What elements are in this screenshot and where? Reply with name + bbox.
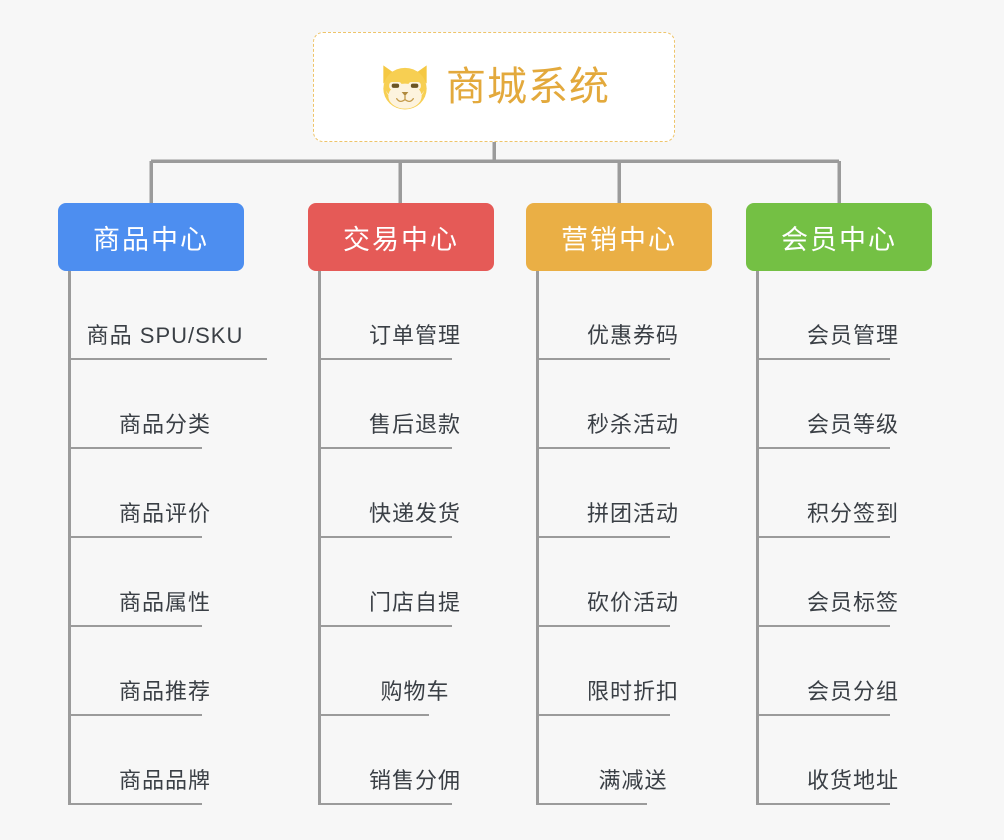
leaf-underline — [756, 714, 890, 716]
leaf-underline — [318, 625, 452, 627]
leaf-label: 商品品牌 — [118, 768, 211, 793]
leaf-item[interactable]: 商品品牌 — [68, 716, 244, 805]
leaf-item[interactable]: 优惠券码 — [536, 271, 712, 360]
leaf-underline — [536, 447, 670, 449]
leaf-item[interactable]: 会员管理 — [756, 271, 932, 360]
category-header-member-center[interactable]: 会员中心 — [746, 203, 932, 271]
root-title: 商城系统 — [446, 65, 610, 109]
leaf-underline — [536, 803, 647, 805]
leaf-item[interactable]: 积分签到 — [756, 449, 932, 538]
leaf-underline — [318, 536, 452, 538]
leaf-label: 订单管理 — [368, 323, 461, 348]
leaf-label: 会员分组 — [806, 679, 899, 704]
leaf-label: 秒杀活动 — [586, 412, 679, 437]
leaf-underline — [756, 803, 890, 805]
leaf-item[interactable]: 收货地址 — [756, 716, 932, 805]
leaf-item[interactable]: 售后退款 — [318, 360, 494, 449]
leaf-label: 销售分佣 — [368, 768, 461, 793]
leaf-underline — [536, 536, 670, 538]
leaf-underline — [68, 803, 202, 805]
leaf-item[interactable]: 限时折扣 — [536, 627, 712, 716]
category-column-marketing-center: 营销中心优惠券码秒杀活动拼团活动砍价活动限时折扣满减送 — [526, 203, 712, 805]
leaf-underline — [68, 625, 202, 627]
leaf-item[interactable]: 会员分组 — [756, 627, 932, 716]
category-header-marketing-center[interactable]: 营销中心 — [526, 203, 712, 271]
leaf-list-trade-center: 订单管理售后退款快递发货门店自提购物车销售分佣 — [318, 271, 494, 805]
leaf-underline — [318, 714, 429, 716]
leaf-item[interactable]: 商品推荐 — [68, 627, 244, 716]
leaf-item[interactable]: 砍价活动 — [536, 538, 712, 627]
category-header-trade-center[interactable]: 交易中心 — [308, 203, 494, 271]
leaf-underline — [756, 625, 890, 627]
category-column-trade-center: 交易中心订单管理售后退款快递发货门店自提购物车销售分佣 — [308, 203, 494, 805]
leaf-underline — [318, 803, 452, 805]
category-title: 交易中心 — [343, 224, 459, 255]
leaf-item[interactable]: 满减送 — [536, 716, 712, 805]
leaf-item[interactable]: 商品 SPU/SKU — [68, 271, 267, 360]
leaf-label: 拼团活动 — [586, 501, 679, 526]
leaf-item[interactable]: 销售分佣 — [318, 716, 494, 805]
leaf-label: 砍价活动 — [586, 590, 679, 615]
leaf-label: 收货地址 — [806, 768, 899, 793]
leaf-label: 限时折扣 — [586, 679, 679, 704]
leaf-item[interactable]: 门店自提 — [318, 538, 494, 627]
leaf-label: 商品推荐 — [118, 679, 211, 704]
leaf-item[interactable]: 订单管理 — [318, 271, 494, 360]
leaf-label: 商品评价 — [118, 501, 211, 526]
tree-spine — [536, 271, 539, 805]
leaf-list-marketing-center: 优惠券码秒杀活动拼团活动砍价活动限时折扣满减送 — [536, 271, 712, 805]
category-column-product-center: 商品中心商品 SPU/SKU 商品分类商品评价商品属性商品推荐商品品牌 — [58, 203, 267, 805]
leaf-item[interactable]: 购物车 — [318, 627, 494, 716]
leaf-label: 门店自提 — [368, 590, 461, 615]
category-header-product-center[interactable]: 商品中心 — [58, 203, 244, 271]
leaf-item[interactable]: 快递发货 — [318, 449, 494, 538]
leaf-label: 商品分类 — [118, 412, 211, 437]
leaf-underline — [68, 714, 202, 716]
leaf-item[interactable]: 秒杀活动 — [536, 360, 712, 449]
category-title: 商品中心 — [93, 224, 209, 255]
leaf-label: 满减送 — [598, 768, 668, 793]
leaf-label: 售后退款 — [368, 412, 461, 437]
leaf-item[interactable]: 拼团活动 — [536, 449, 712, 538]
leaf-label: 会员标签 — [806, 590, 899, 615]
leaf-underline — [68, 447, 202, 449]
category-title: 营销中心 — [561, 224, 677, 255]
leaf-underline — [68, 358, 267, 360]
leaf-label: 商品属性 — [118, 590, 211, 615]
tree-spine — [756, 271, 759, 805]
root-node[interactable]: 商城系统 — [313, 32, 675, 142]
category-column-member-center: 会员中心会员管理会员等级积分签到会员标签会员分组收货地址 — [746, 203, 932, 805]
leaf-underline — [756, 358, 890, 360]
leaf-underline — [536, 714, 670, 716]
leaf-item[interactable]: 会员标签 — [756, 538, 932, 627]
leaf-list-member-center: 会员管理会员等级积分签到会员标签会员分组收货地址 — [756, 271, 932, 805]
leaf-item[interactable]: 商品分类 — [68, 360, 244, 449]
leaf-underline — [536, 625, 670, 627]
leaf-item[interactable]: 会员等级 — [756, 360, 932, 449]
leaf-item[interactable]: 商品属性 — [68, 538, 244, 627]
leaf-label: 会员等级 — [806, 412, 899, 437]
tree-spine — [318, 271, 321, 805]
leaf-label: 会员管理 — [806, 323, 899, 348]
category-title: 会员中心 — [781, 224, 897, 255]
leaf-label: 优惠券码 — [586, 323, 679, 348]
leaf-underline — [68, 536, 202, 538]
leaf-underline — [318, 447, 452, 449]
leaf-underline — [536, 358, 670, 360]
leaf-label: 购物车 — [380, 679, 450, 704]
leaf-underline — [756, 447, 890, 449]
tree-spine — [68, 271, 71, 805]
leaf-label: 积分签到 — [806, 501, 899, 526]
leaf-underline — [756, 536, 890, 538]
leaf-underline — [318, 358, 452, 360]
dog-face-icon — [383, 65, 427, 110]
leaf-label: 快递发货 — [368, 501, 461, 526]
leaf-list-product-center: 商品 SPU/SKU 商品分类商品评价商品属性商品推荐商品品牌 — [68, 271, 267, 805]
leaf-item[interactable]: 商品评价 — [68, 449, 244, 538]
leaf-label: 商品 SPU/SKU — [86, 323, 244, 348]
